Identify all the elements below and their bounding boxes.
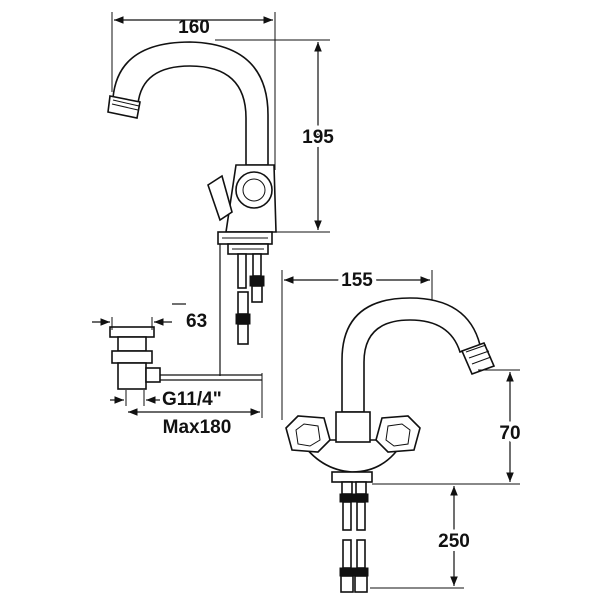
side-spout	[107, 41, 269, 166]
front-spout	[341, 297, 496, 413]
dim-label-63: 63	[186, 311, 207, 332]
front-view: 155	[281, 266, 525, 593]
dim-label-70: 70	[499, 423, 520, 444]
dimension-250: 250	[370, 486, 474, 589]
dim-label-155: 155	[341, 270, 373, 291]
dimension-max180: Max180	[128, 382, 263, 438]
dim-label-195: 195	[302, 127, 334, 148]
dimension-195: 195	[215, 39, 338, 233]
dim-label-250: 250	[438, 531, 470, 552]
dimension-155: 155	[281, 266, 433, 420]
dim-label-160: 160	[178, 17, 210, 38]
max-label: Max180	[163, 417, 232, 438]
waste-assembly	[109, 326, 263, 390]
thread-label: G11/4"	[162, 389, 222, 410]
front-body	[285, 411, 421, 483]
dimension-63: 63	[92, 303, 207, 332]
front-hoses	[339, 481, 369, 593]
dimension-160: 160	[111, 12, 276, 170]
dimension-70: 70	[372, 369, 525, 485]
dimension-thread: G11/4"	[110, 389, 222, 410]
side-body	[207, 164, 277, 255]
side-view: 160 195	[92, 12, 338, 438]
side-hoses	[219, 244, 265, 376]
